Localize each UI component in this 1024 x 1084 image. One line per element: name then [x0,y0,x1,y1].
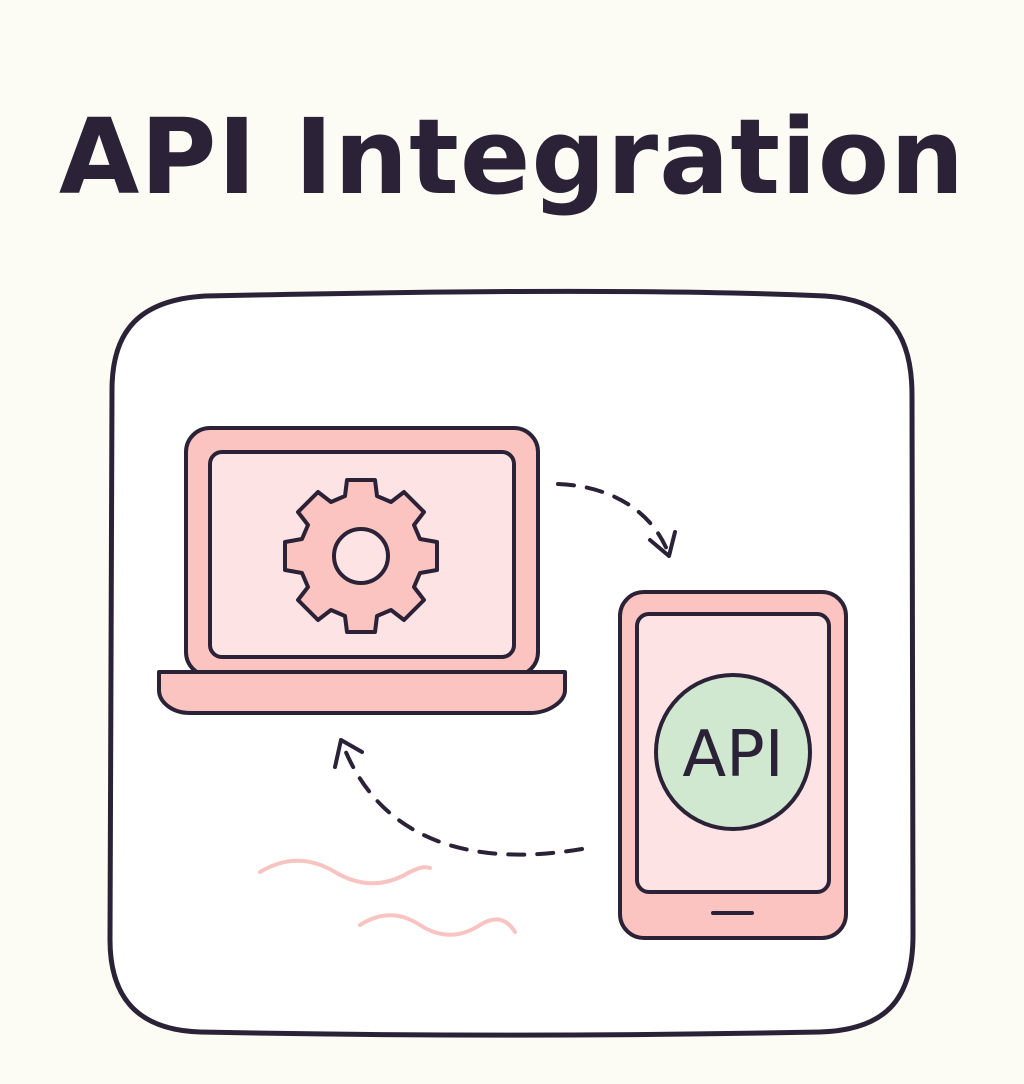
laptop-base [157,670,567,715]
dashed-arrow-right-icon [556,482,677,558]
laptop-icon [157,426,567,715]
dashed-arrow-left-icon [333,738,584,857]
api-badge [654,673,812,831]
decorative-wave-bottom [358,913,517,937]
phone-icon: API [618,590,848,940]
page-title: API Integration [58,96,966,218]
decorative-wave-top [258,858,432,886]
api-badge-label: API [682,718,783,792]
gear-icon [283,478,439,634]
